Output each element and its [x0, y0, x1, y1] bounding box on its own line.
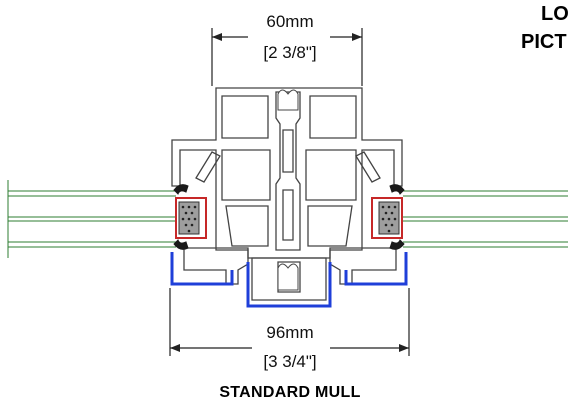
desiccant-dot [393, 217, 397, 221]
desiccant-dot [184, 223, 188, 227]
mullion-stem [275, 91, 301, 251]
thermal-break-bottom-shape [277, 263, 299, 291]
desiccant-dot [193, 205, 197, 209]
desiccant-dot [384, 211, 388, 215]
desiccant-dot [384, 223, 388, 227]
desiccant-dot [190, 211, 194, 215]
profile-inner-wall [221, 95, 269, 139]
gaskets [173, 184, 405, 250]
desiccant-dot [181, 205, 185, 209]
desiccant-dot [387, 205, 391, 209]
snap-bead-right [344, 252, 408, 286]
desiccant-dot [393, 205, 397, 209]
glass-left [7, 180, 176, 258]
gasket-left-bottom [173, 239, 189, 250]
snap-bead-centre [246, 262, 332, 308]
spacer-left [175, 197, 207, 239]
bottom-dimension-metric: 96mm [266, 323, 314, 342]
thermal-break-bottom [277, 263, 299, 291]
bottom-dimension-imperial: [3 3/4"] [263, 352, 317, 371]
desiccant-dots [181, 205, 397, 233]
desiccant-dot [181, 217, 185, 221]
spacer-right [371, 197, 403, 239]
snap-beads [170, 252, 408, 308]
profile-inner-wall [309, 95, 357, 139]
gasket-left-top [173, 184, 189, 195]
drawing-caption: STANDARD MULL [219, 384, 361, 401]
left-bead-leg [195, 151, 221, 183]
thermal-break-top-shape [277, 89, 299, 111]
desiccant-dot [390, 211, 394, 215]
desiccant-dot [184, 211, 188, 215]
right-lower-flange [329, 247, 397, 285]
right-chamber [305, 149, 357, 201]
top-dimension-metric: 60mm [266, 12, 314, 31]
desiccant-dot [187, 205, 191, 209]
desiccant-dot [390, 223, 394, 227]
desiccant-dot [190, 223, 194, 227]
desiccant-dot [381, 217, 385, 221]
corner-title-line-2: PICT [521, 31, 567, 53]
desiccant-dot [187, 217, 191, 221]
top-dim-arrow-right [352, 33, 362, 41]
bottom-dim-arrow-right [399, 344, 409, 352]
top-dim-arrow-left [212, 33, 222, 41]
desiccant-dot [193, 217, 197, 221]
top-dimension-imperial: [2 3/8"] [263, 43, 317, 62]
gasket-right-bottom [389, 239, 405, 250]
right-bead-leg [355, 151, 381, 183]
mullion-stem-inner [282, 189, 294, 241]
desiccant-dot [387, 229, 391, 233]
top-dimension [211, 28, 363, 86]
desiccant-dot [387, 217, 391, 221]
left-chamber [221, 149, 271, 201]
left-lower-flange [183, 247, 249, 285]
mullion-stem-inner [282, 129, 294, 173]
desiccant-dot [187, 229, 191, 233]
snap-bead-left [170, 252, 234, 286]
bottom-dimension [169, 288, 410, 356]
right-lower-chamber [307, 205, 353, 247]
corner-title-line-1: LO [541, 3, 568, 25]
gasket-right-top [389, 184, 405, 195]
bottom-dim-arrow-left [170, 344, 180, 352]
desiccant-dot [381, 205, 385, 209]
glass-right [403, 190, 568, 248]
centre-cap [251, 257, 327, 301]
left-lower-chamber [225, 205, 269, 247]
thermal-break-top [277, 89, 299, 111]
